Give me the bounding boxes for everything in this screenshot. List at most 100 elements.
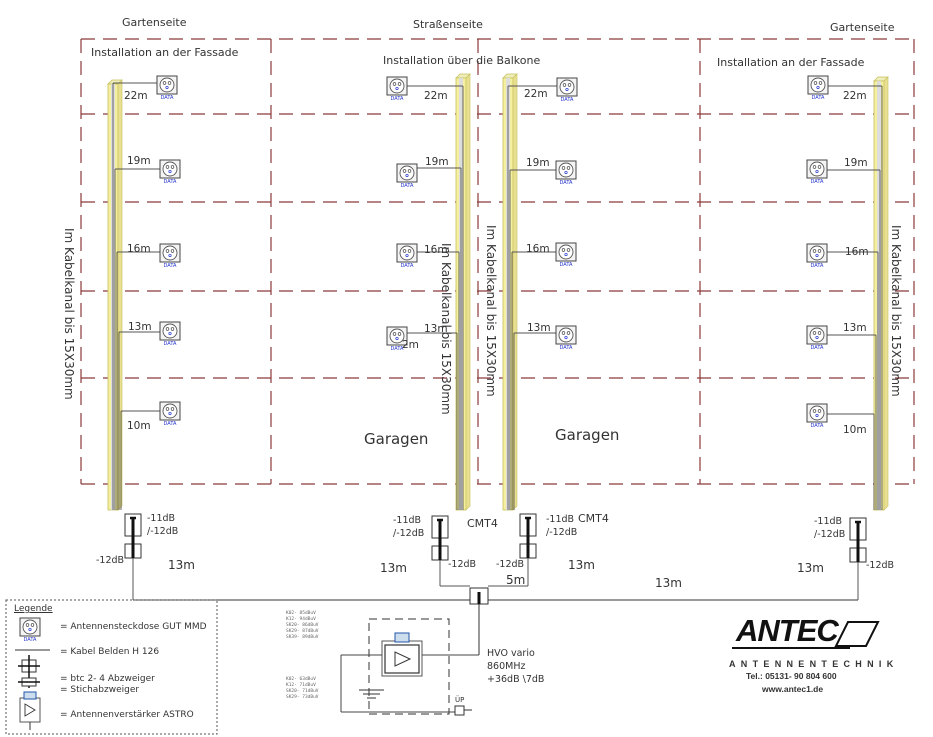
outlet-right-1-socket <box>809 161 825 177</box>
heading-strassenseite: Straßenseite <box>413 18 483 31</box>
outlet-center-left-3-socket <box>389 328 405 344</box>
length-label-left-4: 10m <box>127 420 151 432</box>
tap-model-center-right: CMT4 <box>578 512 609 525</box>
outlet-right-2-pin <box>815 253 819 258</box>
outlet-center-right-1-pin <box>564 170 568 175</box>
outlet-center-right-1-socket <box>558 162 574 178</box>
amplifier-name: HVO vario <box>487 648 535 659</box>
outlet-left-0-pin <box>165 85 169 90</box>
outlet-right-1-pin <box>815 169 819 174</box>
length-label-center-right-1: 19m <box>526 157 550 169</box>
outlet-center-left-1-pin <box>405 173 409 178</box>
level-row: SK20- 71dBuV <box>286 689 319 695</box>
heading-left-gartenseite: Gartenseite <box>122 16 187 29</box>
outlet-center-left-3-pin <box>395 336 399 341</box>
outlet-right-1-data-label: DATA <box>811 179 824 185</box>
outlet-left-1-socket <box>162 161 178 177</box>
outlet-center-right-1-pin <box>561 166 566 170</box>
outlet-left-2-data-label: DATA <box>164 263 177 269</box>
tap-loss-alt-center-left: /-12dB <box>393 528 425 539</box>
outlet-center-left-1-pin <box>407 169 412 173</box>
logo-emblem-icon <box>834 621 880 647</box>
section-left-label: Installation an der Fassade <box>91 46 239 59</box>
tap-loss-alt-right: /-12dB <box>814 529 846 540</box>
outlet-left-3-pin <box>165 327 170 331</box>
company-logo: ANTEC <box>736 613 839 648</box>
outlet-right-4-socket <box>809 405 825 421</box>
section-right-label: Installation an der Fassade <box>717 56 865 69</box>
amplifier-housing <box>368 618 450 715</box>
amplifier-triangle-icon <box>394 651 412 667</box>
outlet-center-right-2-socket <box>558 244 574 260</box>
length-label-left-2: 16m <box>127 243 151 255</box>
outlet-right-3-pin <box>815 335 819 340</box>
riser-side-1 <box>465 73 471 511</box>
legend-amplifier-outer <box>19 697 41 723</box>
outlet-right-1-pin <box>817 165 822 169</box>
outlet-center-right-3-pin <box>564 335 568 340</box>
amplifier-gain: +36dB \7dB <box>487 674 545 685</box>
length-label-left-1: 19m <box>127 155 151 167</box>
legend-remote-icon <box>23 691 37 700</box>
tap-loss-center-left: -11dB <box>393 515 422 526</box>
outlet-center-right-0-pin <box>567 83 572 87</box>
legend-box <box>5 599 218 735</box>
garage-label-left: Garagen <box>364 430 429 448</box>
length-label-center-left-4: 2m <box>402 339 419 351</box>
outlet-right-4-pin <box>815 413 819 418</box>
outlet-center-right-3-pin <box>561 331 566 335</box>
tap-loss-alt-center-right: /-12dB <box>546 527 578 538</box>
outlet-center-right-2-pin <box>561 248 566 252</box>
outlet-right-3-data-label: DATA <box>811 345 824 351</box>
outlet-right-3-pin <box>812 331 817 335</box>
outlet-right-0-pin <box>813 81 818 85</box>
outlet-left-0-socket <box>159 77 175 93</box>
trunk-length-center-mid: 5m <box>506 573 526 587</box>
trunk-length-right: 13m <box>797 561 824 575</box>
length-label-left-3: 13m <box>128 321 152 333</box>
outlet-left-4-socket <box>162 403 178 419</box>
outlet-left-0-pin <box>162 81 167 85</box>
company-website: www.antec1.de <box>762 684 824 694</box>
outlet-left-0-data-label: DATA <box>161 95 174 101</box>
legend-item-tap: = btc 2- 4 Abzweiger <box>60 674 155 684</box>
cable-channel-label-left: Im Kabelkanal bis 15X30mm <box>62 228 76 400</box>
outlet-left-1-data-label: DATA <box>164 179 177 185</box>
outlet-center-left-2-pin <box>405 253 409 258</box>
outlet-right-4-pin <box>817 409 822 413</box>
trunk-length-right-mid: 13m <box>655 576 682 590</box>
tap-model-center-left: CMT4 <box>467 517 498 530</box>
up-label: ÜP <box>455 696 465 704</box>
tap-loss-right: -11dB <box>814 516 843 527</box>
outlet-center-right-0-pin <box>562 83 567 87</box>
outlet-center-right-0-pin <box>565 87 569 92</box>
company-tagline: ANTENNENTECHNIK <box>729 659 899 669</box>
length-label-right-1: 19m <box>844 157 868 169</box>
length-label-center-right-0: 22m <box>524 88 548 100</box>
outlet-center-left-3-pin <box>397 332 402 336</box>
legend-item-branch: = Stichabzweiger <box>60 685 140 695</box>
outlet-right-3-socket <box>809 327 825 343</box>
outlet-left-3-pin <box>170 327 175 331</box>
outlet-left-1-pin <box>165 165 170 169</box>
outlet-left-4-pin <box>170 407 175 411</box>
outlet-center-right-3-data-label: DATA <box>560 345 573 351</box>
outlet-left-0-pin <box>167 81 172 85</box>
length-label-center-left-0: 22m <box>424 90 448 102</box>
outlet-right-2-data-label: DATA <box>811 263 824 269</box>
level-row: K02- 63dBuV <box>286 677 316 682</box>
level-row: SK29- 87dBuV <box>286 629 319 635</box>
outlet-center-right-3-pin <box>566 331 571 335</box>
outlet-left-4-data-label: DATA <box>164 421 177 427</box>
legend-outlet-icon-pin <box>28 627 32 632</box>
trunk-length-left: 13m <box>168 558 195 572</box>
cable-channel-label-center-right: Im Kabelkanal bis 15X30mm <box>484 225 498 397</box>
outlet-right-1-pin <box>812 165 817 169</box>
outlet-right-4-data-label: DATA <box>811 423 824 429</box>
outlet-center-left-0-pin <box>395 86 399 91</box>
outlet-left-3-data-label: DATA <box>164 341 177 347</box>
outlet-right-2-pin <box>817 249 822 253</box>
